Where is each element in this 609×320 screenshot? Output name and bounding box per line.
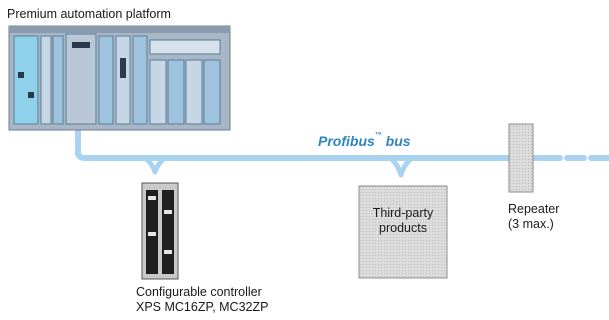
platform-title: Premium automation platform [7,7,171,21]
configurable-controller [141,182,179,280]
repeater-label: Repeater (3 max.) [508,202,560,231]
controller-label: Configurable controller XPS MC16ZP, MC32… [136,285,269,314]
profibus-bus-label: Profibus™ bus [318,132,411,149]
profibus-bus-line [75,129,609,178]
third-party-products-box [358,185,448,279]
repeater-box [508,123,534,193]
premium-plc-rack [8,25,231,131]
third-party-products-label: Third-party products [372,206,434,235]
